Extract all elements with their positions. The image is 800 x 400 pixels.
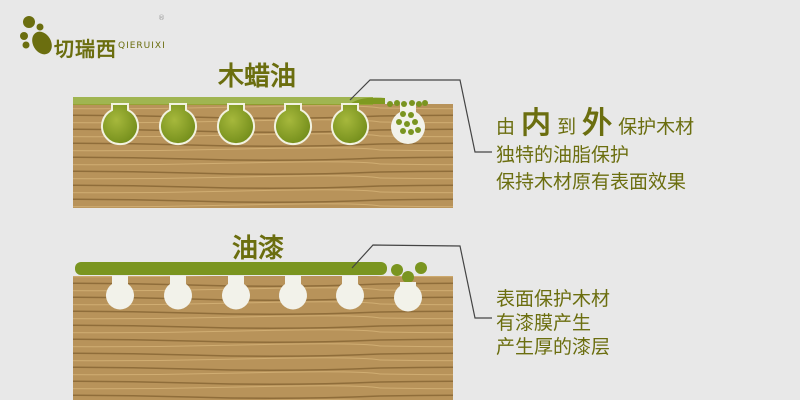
wood-board-wax-oil: [73, 97, 453, 208]
logo-latin: QIERUIXI: [118, 41, 166, 51]
text-part: 由: [496, 116, 522, 138]
text-inside: 内: [521, 106, 552, 141]
logo-name: 切瑞西: [54, 37, 117, 61]
paint-line-3: 产生厚的漆层: [496, 336, 611, 358]
text-outside: 外: [582, 106, 613, 141]
wax-oil-line-1: 由 内 到 外 保护木材: [496, 109, 695, 139]
text-part: 到: [551, 116, 583, 138]
callout-line-bottom: [351, 244, 492, 319]
registered-mark: ®: [158, 14, 165, 22]
paint-line-1: 表面保护木材: [496, 288, 611, 310]
paint-line-2: 有漆膜产生: [496, 312, 592, 334]
wax-oil-title: 木蜡油: [218, 62, 297, 92]
wood-board-paint: [73, 262, 453, 400]
wax-oil-line-3: 保持木材原有表面效果: [496, 171, 687, 193]
logo-icon: [20, 16, 52, 55]
text-part: 保护木材: [612, 116, 695, 138]
callout-line-top: [349, 79, 492, 153]
wax-oil-line-2: 独特的油脂保护: [496, 144, 630, 166]
paint-title: 油漆: [232, 234, 285, 264]
